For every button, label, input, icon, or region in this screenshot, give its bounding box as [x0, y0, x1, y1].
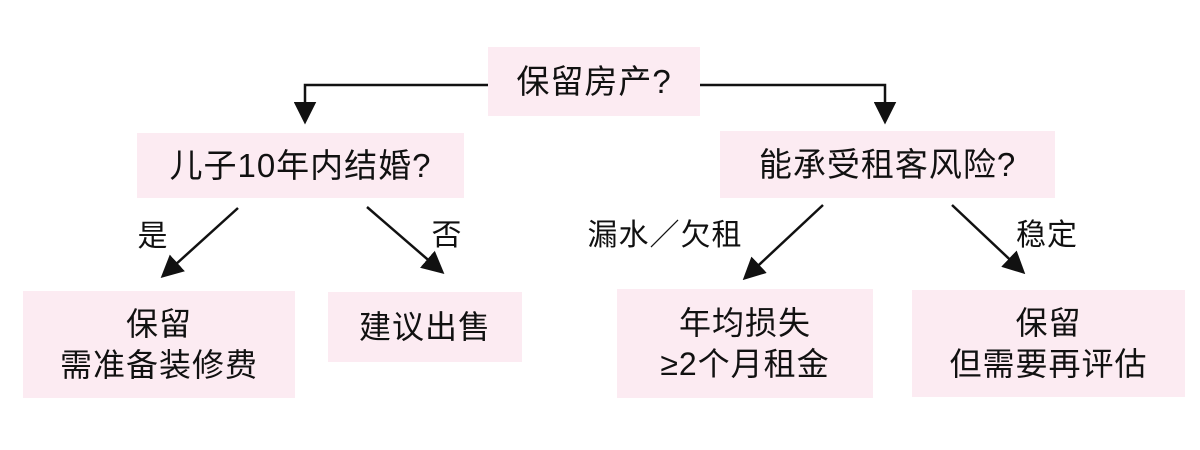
arrow-stable — [951, 204, 1026, 275]
node-question-marriage: 儿子10年内结婚? — [137, 133, 464, 198]
node-result-annual-loss-line2: ≥2个月租金 — [660, 345, 830, 382]
node-result-annual-loss: 年均损失 ≥2个月租金 — [617, 289, 873, 398]
connector-root-to-left-question — [293, 83, 488, 125]
connector-root-to-right-question — [700, 83, 897, 125]
node-result-sell: 建议出售 — [328, 292, 522, 362]
edge-label-stable: 稳定 — [1016, 219, 1078, 252]
edge-label-no: 否 — [431, 219, 463, 252]
edge-label-leak-arrears: 漏水／欠租 — [587, 219, 743, 252]
node-result-keep-reassess-line1: 保留 — [1015, 304, 1082, 341]
node-result-annual-loss-line1: 年均损失 — [678, 304, 811, 341]
arrow-leak — [742, 204, 824, 281]
node-result-keep-reassess-line2: 但需要再评估 — [949, 345, 1148, 382]
node-result-keep-renovate-line1: 保留 — [125, 305, 192, 342]
node-result-sell-line1: 建议出售 — [358, 308, 491, 345]
arrow-yes — [160, 207, 239, 279]
arrow-no — [366, 206, 445, 274]
node-result-keep-renovate: 保留 需准备装修费 — [23, 291, 295, 398]
node-question-tenant-risk-label: 能承受租客风险? — [758, 146, 1017, 183]
node-root-question: 保留房产? — [488, 47, 700, 116]
node-question-tenant-risk: 能承受租客风险? — [720, 131, 1055, 198]
node-question-marriage-label: 儿子10年内结婚? — [169, 147, 432, 184]
node-root-question-label: 保留房产? — [516, 63, 672, 100]
edge-label-yes: 是 — [137, 220, 169, 253]
node-result-keep-renovate-line2: 需准备装修费 — [59, 346, 258, 383]
node-result-keep-reassess: 保留 但需要再评估 — [912, 290, 1185, 397]
